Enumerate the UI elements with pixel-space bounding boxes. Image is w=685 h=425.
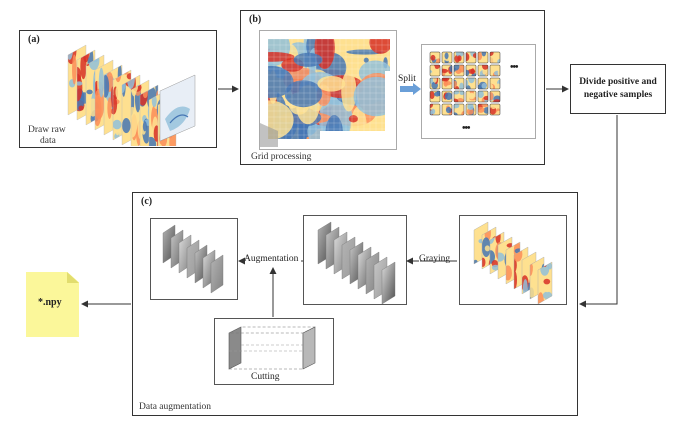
grid-tile (489, 90, 501, 103)
grid-tile (465, 51, 477, 64)
output-file-label: *.npy (38, 297, 62, 308)
cutting-frame: Cutting (214, 318, 334, 385)
panel-c-caption: Data augmentation (139, 402, 212, 412)
panel-a-caption-line1: Draw raw (28, 125, 66, 135)
grid-tile (441, 77, 453, 90)
panel-a-label: (a) (28, 34, 40, 45)
grid-tile (441, 64, 453, 77)
color-stack-frame (459, 215, 567, 305)
grid-tile (477, 51, 489, 64)
divide-box-line1: Divide positive and (579, 77, 657, 88)
grid-tile (453, 64, 465, 77)
gray-sample-sheet (381, 261, 396, 304)
cutting-label: Cutting (251, 372, 280, 382)
split-label: Split (398, 74, 416, 84)
raw-data-heatmap-stack (67, 44, 196, 146)
grid-tile (489, 103, 501, 116)
grid-tile (477, 90, 489, 103)
augmentation-label: Augmentation (243, 254, 300, 264)
grid-base-shadow (260, 123, 278, 147)
split-tiles-grid (429, 51, 501, 116)
gridded-heatmap (260, 39, 390, 147)
grid-tile (489, 77, 501, 90)
grid-tile (429, 103, 441, 116)
grid-tile (465, 64, 477, 77)
grid-tile (441, 51, 453, 64)
grid-tile (489, 51, 501, 64)
grid-tile (477, 64, 489, 77)
color-heatmap-stack (473, 221, 553, 304)
panel-b-caption: Grid processing (251, 152, 312, 162)
grid-tile (465, 90, 477, 103)
file-corner-fold (67, 272, 79, 283)
grid-tile (453, 77, 465, 90)
raw-heatmap-front (159, 74, 196, 142)
gray-stack-frame (303, 215, 407, 305)
panel-c-label: (c) (141, 196, 153, 207)
grid-tile (477, 103, 489, 116)
augmented-stack-frame (150, 218, 238, 300)
ellipsis-right: ••• (510, 62, 518, 73)
grid-tile (477, 77, 489, 90)
grid-tile (465, 103, 477, 116)
grid-tile (453, 103, 465, 116)
grid-tile (465, 77, 477, 90)
ellipsis-bottom: ••• (462, 123, 470, 134)
grid-tile (429, 90, 441, 103)
grid-tile (453, 51, 465, 64)
grid-tile (453, 90, 465, 103)
grid-tile (429, 77, 441, 90)
split-arrow-icon (400, 83, 421, 95)
divide-box-line2: negative samples (583, 90, 653, 100)
panel-a-raw-data: (a) Draw raw data (19, 30, 217, 148)
grid-tile (429, 51, 441, 64)
augmented-image-stack (162, 224, 224, 294)
gray-sample-sheet (210, 254, 224, 294)
panel-c-data-augmentation: (c) Cutting Data augmentation (132, 192, 578, 416)
cutting-cube-diagram (228, 326, 316, 370)
tiles-frame: ••• ••• (421, 44, 536, 139)
grid-heatmap-field (268, 39, 390, 139)
gray-image-stack (317, 221, 396, 304)
panel-b-grid-processing: (b) Split ••• ••• Grid processing (240, 10, 545, 165)
panel-b-label: (b) (249, 14, 262, 25)
divide-samples-box: Divide positive and negative samples (570, 64, 666, 114)
graying-label: Graying (418, 254, 452, 264)
grid-tile (441, 90, 453, 103)
panel-a-caption-line2: data (40, 136, 56, 146)
grid-tile (489, 64, 501, 77)
grid-tile (441, 103, 453, 116)
grid-heatmap-frame (259, 30, 397, 150)
grid-tile (429, 64, 441, 77)
